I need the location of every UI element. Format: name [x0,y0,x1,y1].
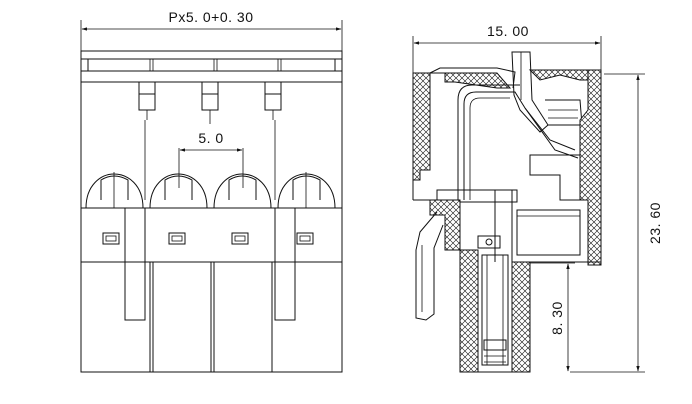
height-dimension: 23. 60 [570,73,663,373]
screw-3 [201,81,219,124]
screw-2 [138,81,156,200]
wire-entries [85,172,336,209]
pin-height-label: 8. 30 [549,301,565,335]
screw-4 [264,81,282,200]
spacing-dimension: 5. 0 [178,130,244,188]
pitch-label: Px5. 0+0. 30 [168,9,253,25]
depth-label: 15. 00 [487,23,529,39]
height-label: 23. 60 [647,202,663,244]
pitch-dimension: Px5. 0+0. 30 [80,9,343,58]
pin-height-dimension: 8. 30 [525,262,575,372]
depth-dimension: 15. 00 [412,23,602,74]
side-screw [511,51,583,133]
spacing-label: 5. 0 [198,130,223,146]
side-view: 15. 00 23. 60 8. 30 [412,23,663,373]
front-view: Px5. 0+0. 30 [80,9,343,373]
